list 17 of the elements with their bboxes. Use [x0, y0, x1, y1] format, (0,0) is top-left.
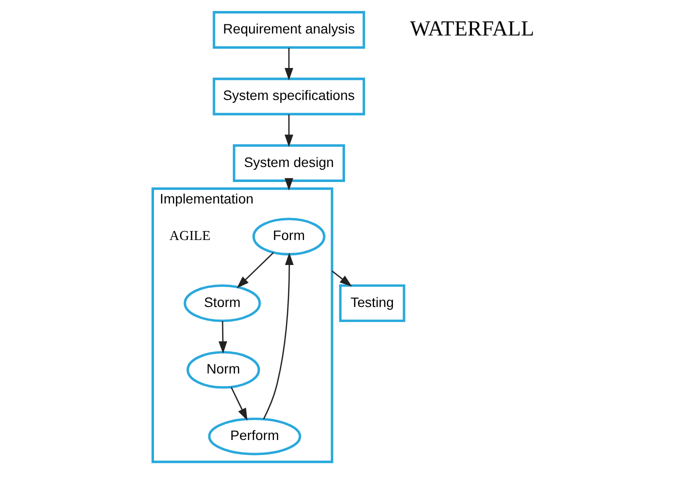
arrow	[284, 48, 294, 80]
arrow	[284, 178, 294, 191]
arrow	[263, 252, 294, 420]
node-ellipse: Perform	[208, 418, 302, 456]
arrow	[236, 252, 274, 288]
node-ellipse: Form	[252, 218, 326, 256]
node-ellipse: Storm	[184, 284, 261, 322]
node-box: Testing	[339, 284, 406, 322]
arrow	[284, 114, 294, 147]
arrow	[332, 270, 352, 287]
label: WATERFALL	[410, 16, 534, 40]
label: AGILE	[169, 228, 211, 244]
node-ellipse: Norm	[186, 350, 260, 389]
node-box: System specifications	[212, 78, 366, 116]
arrow	[218, 321, 228, 354]
arrow	[230, 386, 248, 421]
node-box: Requirement analysis	[212, 11, 366, 49]
